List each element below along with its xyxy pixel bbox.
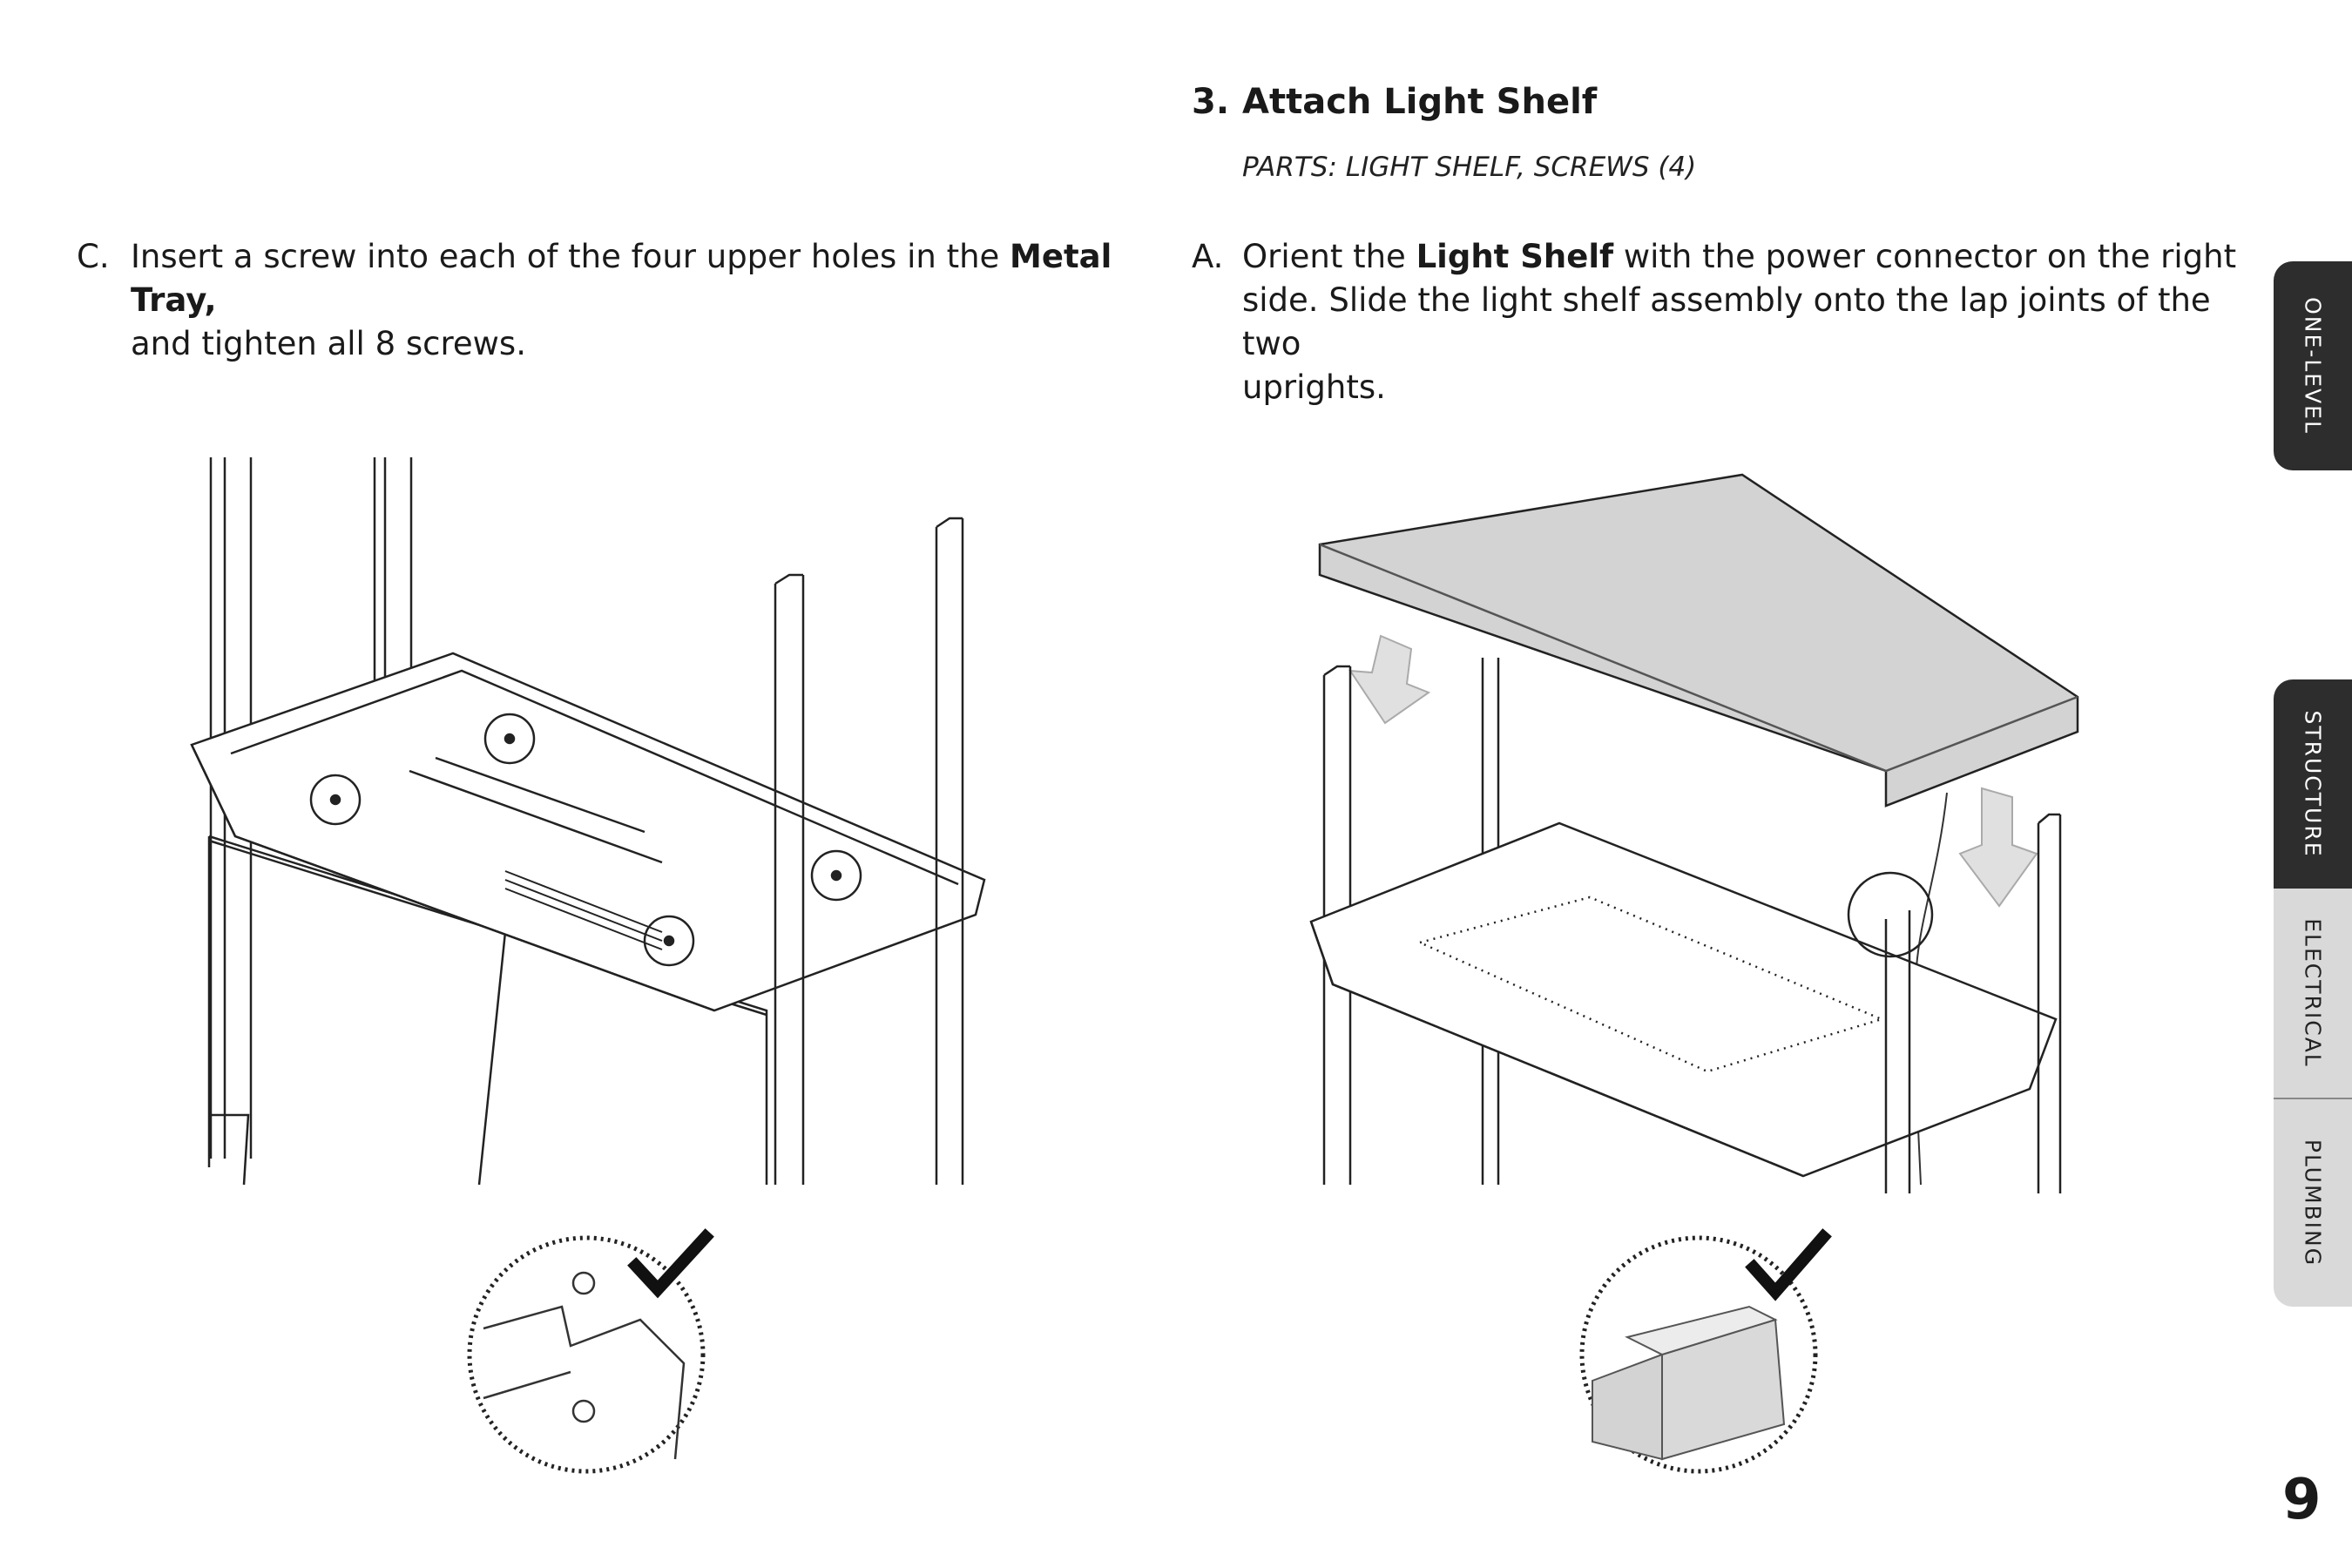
step-a-letter: A. [1192, 238, 1224, 275]
step-a-text-line2: side. Slide the light shelf assembly ont… [1242, 281, 2211, 362]
parts-list: PARTS: LIGHT SHELF, SCREWS (4) [1242, 152, 1697, 183]
step-a-text-pre: Orient the [1242, 238, 1416, 275]
metal-tray-illustration [190, 457, 986, 1186]
step-c-text: Insert a screw into each of the four upp… [131, 235, 1132, 366]
lap-joint-detail-inset [1579, 1228, 1832, 1474]
light-shelf-illustration [1309, 473, 2079, 1193]
tab-plumbing-label: PLUMBING [2300, 1139, 2326, 1267]
step-a-text-line3: uprights. [1242, 368, 1386, 406]
checkmark-icon [1745, 1228, 1832, 1301]
down-arrow-icon [1958, 787, 2038, 908]
metal-tray-term: Metal Tray, [131, 238, 1112, 319]
page-number: 9 [2282, 1468, 2322, 1532]
tab-structure[interactable]: STRUCTURE [2274, 679, 2352, 889]
tab-electrical-label: ELECTRICAL [2300, 918, 2326, 1068]
checkmark-icon [627, 1228, 714, 1299]
tab-structure-label: STRUCTURE [2300, 710, 2326, 858]
step-c-text-pre: Insert a screw into each of the four upp… [131, 238, 1010, 275]
tab-electrical[interactable]: ELECTRICAL [2274, 889, 2352, 1099]
tab-one-level[interactable]: ONE-LEVEL [2274, 261, 2352, 470]
step-a-text: Orient the Light Shelf with the power co… [1242, 235, 2244, 409]
tab-plumbing[interactable]: PLUMBING [2274, 1099, 2352, 1307]
step-c-text-line2: and tighten all 8 screws. [131, 325, 526, 362]
down-arrow-icon [1348, 634, 1431, 725]
step-c-letter: C. [77, 238, 110, 275]
tab-one-level-label: ONE-LEVEL [2300, 297, 2326, 435]
section-number: 3. [1192, 82, 1230, 122]
screw-detail-inset [467, 1228, 714, 1474]
step-a-text-post: with the power connector on the right [1613, 238, 2237, 275]
light-shelf-term: Light Shelf [1416, 238, 1614, 275]
section-title: Attach Light Shelf [1242, 82, 1598, 122]
